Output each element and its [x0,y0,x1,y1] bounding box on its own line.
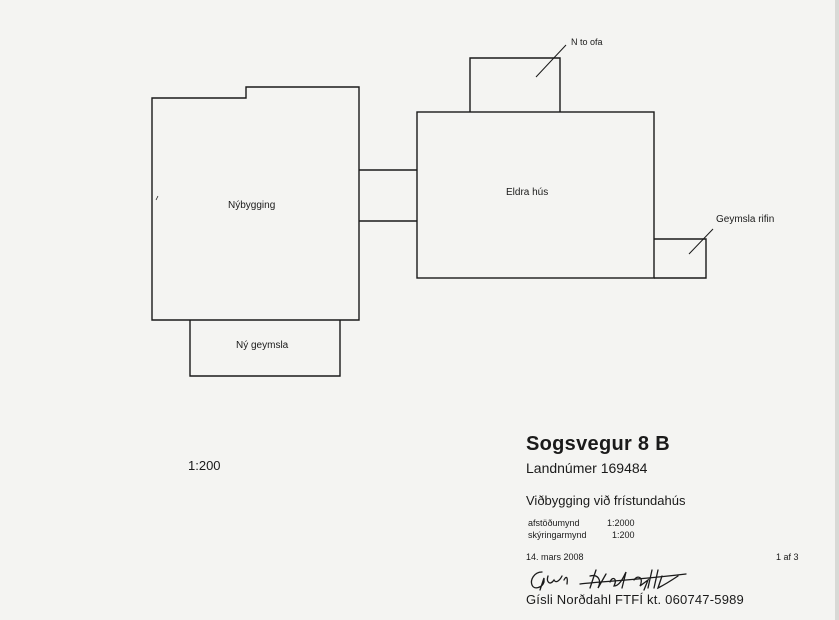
scale-note: 1:200 [188,458,221,473]
room-label-nybygging: Nýbygging [228,200,276,211]
room-label-stofa: N to ofa [571,37,603,47]
drawing-date: 14. mars 2008 [526,552,584,562]
room-label-geymsla-rifin: Geymsla rifin [716,214,775,225]
scan-edge [835,0,839,620]
room-nybygging-outline [151,86,360,321]
drawing-2-scale: 1:200 [612,530,635,540]
address-title: Sogsvegur 8 B [526,433,670,455]
room-eldra-hus-outline [416,111,655,279]
project-name: Viðbygging við frístundahús [526,493,686,508]
room-ny-geymsla-outline [189,320,341,377]
drawing-1-scale: 1:2000 [607,518,635,528]
geymsla-rifin-leader-line [688,228,714,255]
room-stofa-outline [469,57,561,112]
room-label-ny-geymsla: Ný geymsla [236,340,289,351]
drawing-2-name: skýringarmynd [528,530,587,540]
drawing-1-name: afstöðumynd [528,518,580,528]
scan-mark [155,195,159,201]
room-geymsla-rifin-outline [654,238,707,279]
land-number: Landnúmer 169484 [526,460,648,476]
room-label-eldra-hus: Eldra hús [506,187,549,198]
sheet-number: 1 af 3 [776,552,799,562]
stofa-leader-line [535,44,567,78]
signature [530,569,687,591]
author-line: Gísli Norðdahl FTFÍ kt. 060747-5989 [526,592,744,607]
